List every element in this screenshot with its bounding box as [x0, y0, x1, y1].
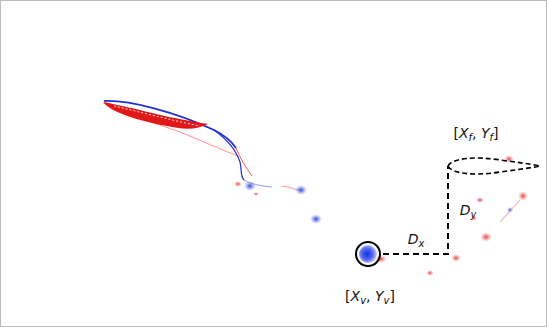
vortex-position-label: [Xv, Yv] [345, 288, 395, 307]
following-foil-outline [448, 158, 540, 174]
wake-vortices [234, 155, 528, 276]
vortex-marker-circle [356, 242, 380, 266]
tracked-vortex [359, 245, 377, 263]
horizontal-distance-label: Dx [408, 231, 425, 250]
distance-lines [383, 166, 448, 254]
airfoil-shear-layers [103, 101, 300, 190]
vertical-distance-label: Dy [460, 202, 477, 221]
foil-position-label: [Xf, Yf] [453, 125, 498, 144]
